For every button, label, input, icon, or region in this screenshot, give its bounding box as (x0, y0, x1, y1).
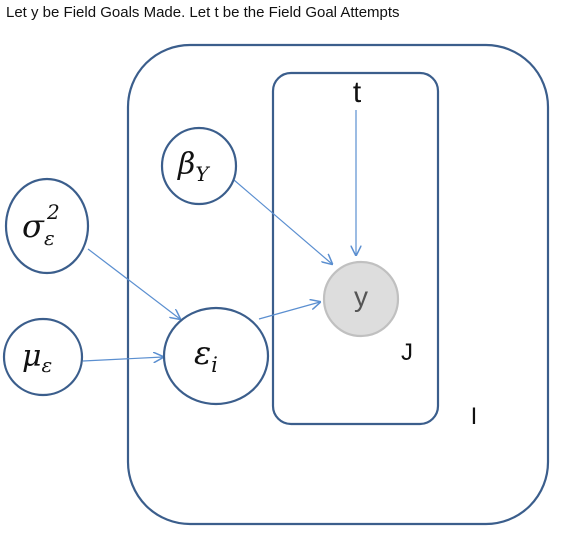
outer-plate-label: I (471, 403, 478, 430)
node-epsilon-base: ε (194, 334, 211, 372)
svg-text:σ: σ (22, 207, 45, 245)
inner-plate-label: J (401, 339, 413, 366)
svg-text:εi: εi (194, 334, 218, 377)
node-mu (2, 317, 84, 397)
outer-plate (126, 43, 550, 526)
node-sigma-sub: ε (44, 226, 55, 250)
inner-plate (271, 71, 440, 426)
node-beta-base: β (177, 147, 195, 182)
edge-epsilon-to-y (258, 302, 320, 320)
node-mu-sub: ε (42, 353, 53, 377)
node-epsilon-sub: i (211, 353, 218, 377)
node-y (322, 260, 400, 338)
node-sigma-base: σ (22, 207, 45, 245)
node-epsilon (162, 306, 270, 406)
node-y-label: y (354, 281, 368, 312)
edge-mu-to-epsilon (82, 357, 163, 361)
node-beta-sub: Y (195, 162, 210, 186)
node-t-label: t (353, 76, 362, 109)
edge-beta-to-y (233, 179, 332, 264)
node-beta (160, 126, 238, 206)
svg-text:με: με (22, 339, 52, 377)
node-sigma (4, 177, 90, 275)
node-mu-base: μ (22, 339, 42, 374)
svg-text:βY: βY (177, 147, 210, 186)
diagram-caption: Let y be Field Goals Made. Let t be the … (6, 4, 400, 21)
edge-sigma-to-epsilon (87, 248, 180, 319)
node-sigma-sup: 2 (46, 200, 60, 224)
